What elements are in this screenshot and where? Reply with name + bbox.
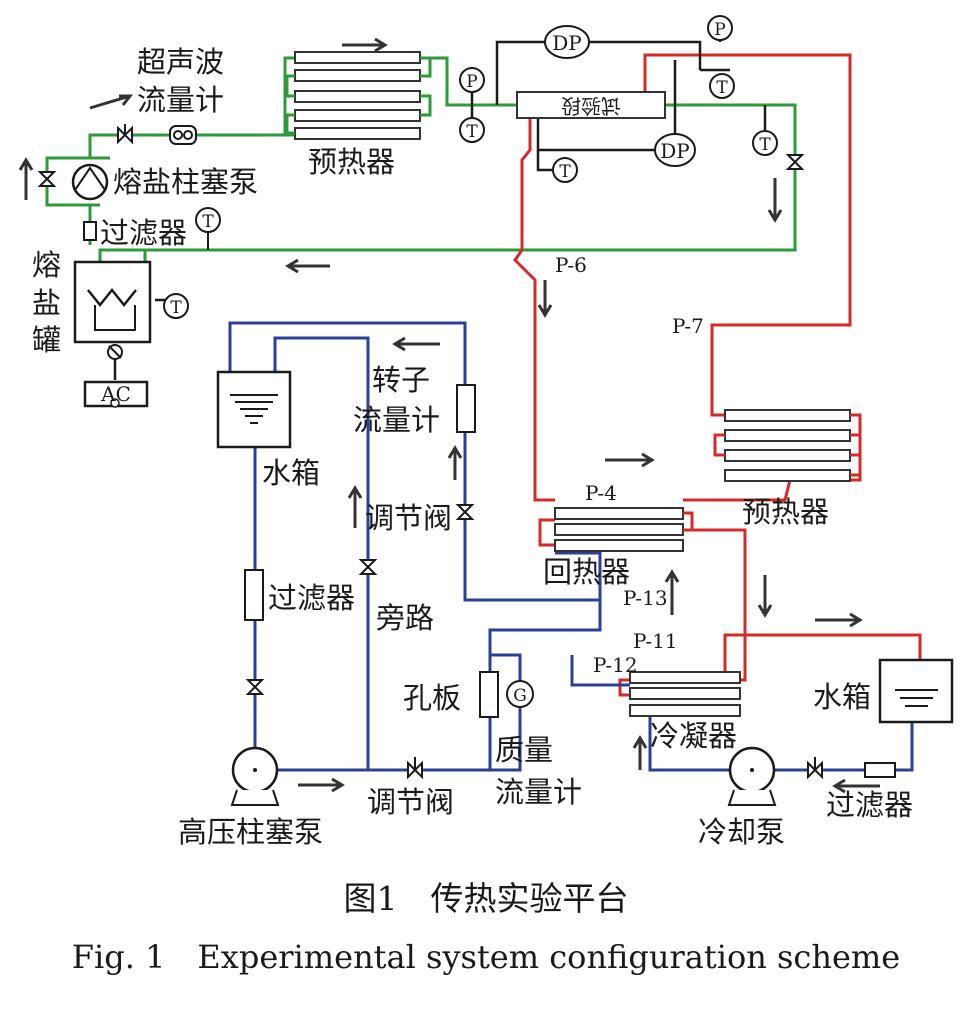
water-tank-right-label: 水箱 [813, 680, 871, 714]
t-label-tank: T [170, 298, 182, 318]
salt-filter-label: 过滤器 [100, 216, 187, 250]
valve-bypass [358, 559, 378, 575]
valve-salt-return [785, 154, 805, 170]
p12-label: P-12 [593, 653, 638, 677]
co2-loop [513, 53, 922, 697]
p7-label: P-7 [672, 314, 704, 338]
molten-salt-pump-label: 熔盐柱塞泵 [113, 165, 258, 199]
rotameter-icon [456, 384, 476, 433]
p-label-top: P [714, 20, 725, 40]
p-gauge-mid: P [459, 67, 485, 93]
mass-flowmeter-label-2: 流量计 [495, 775, 582, 809]
valve-salt-1 [117, 124, 133, 145]
water-tank-left [216, 370, 292, 449]
ultrasonic-flowmeter-label-2: 流量计 [137, 83, 224, 117]
p11-label: P-11 [633, 629, 678, 653]
salt-tank-label-1: 熔 [32, 248, 61, 282]
valve-salt-bypass [37, 171, 57, 187]
t-label-right: T [759, 135, 771, 155]
g-instrument: G [506, 680, 534, 708]
water-filter-left-label: 过滤器 [268, 581, 355, 615]
water-filter-left-icon [244, 569, 264, 621]
t-gauge-right: T [752, 130, 778, 156]
cooling-pump [727, 746, 777, 806]
p4-label: P-4 [585, 481, 617, 505]
dp-gauge-top: DP [544, 25, 590, 59]
diagram-labels: 超声波 流量计 预热器 熔盐柱塞泵 过滤器 熔 盐 罐 试验段 P-6 P-7 … [32, 45, 913, 976]
t-label-top-right: T [716, 78, 728, 98]
preheater-right [713, 409, 862, 482]
water-tank-right [878, 658, 954, 724]
rotameter-label-1: 转子 [372, 363, 430, 397]
flow-arrows [18, 37, 880, 794]
t-gauge-test-bottom: T [552, 157, 578, 183]
ac-label: AC [100, 382, 131, 406]
valve-water-lower [407, 757, 423, 780]
t-gauge-filter: T [195, 207, 221, 250]
valve-cooling [807, 757, 823, 780]
g-label: G [513, 686, 527, 706]
condenser-label: 冷凝器 [650, 719, 737, 753]
salt-tank-label-2: 盐 [32, 286, 61, 320]
t-label-filter: T [202, 212, 214, 232]
high-pressure-pump-label: 高压柱塞泵 [178, 815, 323, 849]
t-gauge-mid: T [459, 117, 485, 143]
orifice-icon [479, 671, 499, 718]
valve-water-filter [245, 679, 265, 695]
water-tank-left-label: 水箱 [262, 456, 320, 490]
t-gauge-tank: T [163, 293, 189, 319]
water-filter-right-icon [864, 762, 896, 778]
preheater-top-label: 预热器 [308, 145, 395, 179]
molten-salt-pump [71, 163, 109, 201]
instrument-lines [113, 35, 767, 380]
caption-zh: 图1 传热实验平台 [344, 879, 629, 918]
cooling-pump-label: 冷却泵 [698, 815, 785, 849]
water-filter-right-label: 过滤器 [826, 788, 913, 822]
mass-flowmeter-label-1: 质量 [495, 733, 553, 767]
p-label-mid: P [466, 72, 477, 92]
salt-filter-icon [83, 221, 97, 241]
dp-gauge-bottom: DP [654, 133, 696, 167]
p13-label: P-13 [623, 586, 668, 610]
t-gauge-top-right: T [709, 73, 735, 99]
high-pressure-pump [230, 746, 280, 806]
t-label-mid: T [466, 122, 478, 142]
molten-salt-tank [73, 260, 152, 360]
orifice-label: 孔板 [403, 681, 461, 715]
dp-label-1: DP [552, 31, 582, 55]
caption-en: Fig. 1 Experimental system configuration… [72, 938, 900, 976]
test-section-label: 试验段 [561, 94, 621, 118]
rotameter-label-2: 流量计 [353, 403, 440, 437]
dp-label-2: DP [660, 139, 690, 163]
condenser [629, 671, 741, 717]
t-label-test-bottom: T [559, 162, 571, 182]
ultrasonic-flowmeter [169, 125, 197, 145]
regulating-valve-upper-label: 调节阀 [365, 501, 452, 535]
recuperator [554, 507, 694, 552]
ultrasonic-flowmeter-label-1: 超声波 [137, 45, 224, 79]
preheater-top [285, 51, 432, 140]
valve-water-upper [455, 504, 475, 520]
salt-tank-label-3: 罐 [32, 323, 61, 357]
p6-label: P-6 [555, 253, 587, 277]
p-gauge-top: P [707, 15, 733, 41]
ac-heater: AC [83, 380, 149, 408]
bypass-label: 旁路 [376, 601, 434, 635]
recuperator-label: 回热器 [543, 555, 630, 589]
regulating-valve-lower-label: 调节阀 [367, 785, 454, 819]
test-section [516, 91, 666, 119]
preheater-right-label: 预热器 [742, 495, 829, 529]
